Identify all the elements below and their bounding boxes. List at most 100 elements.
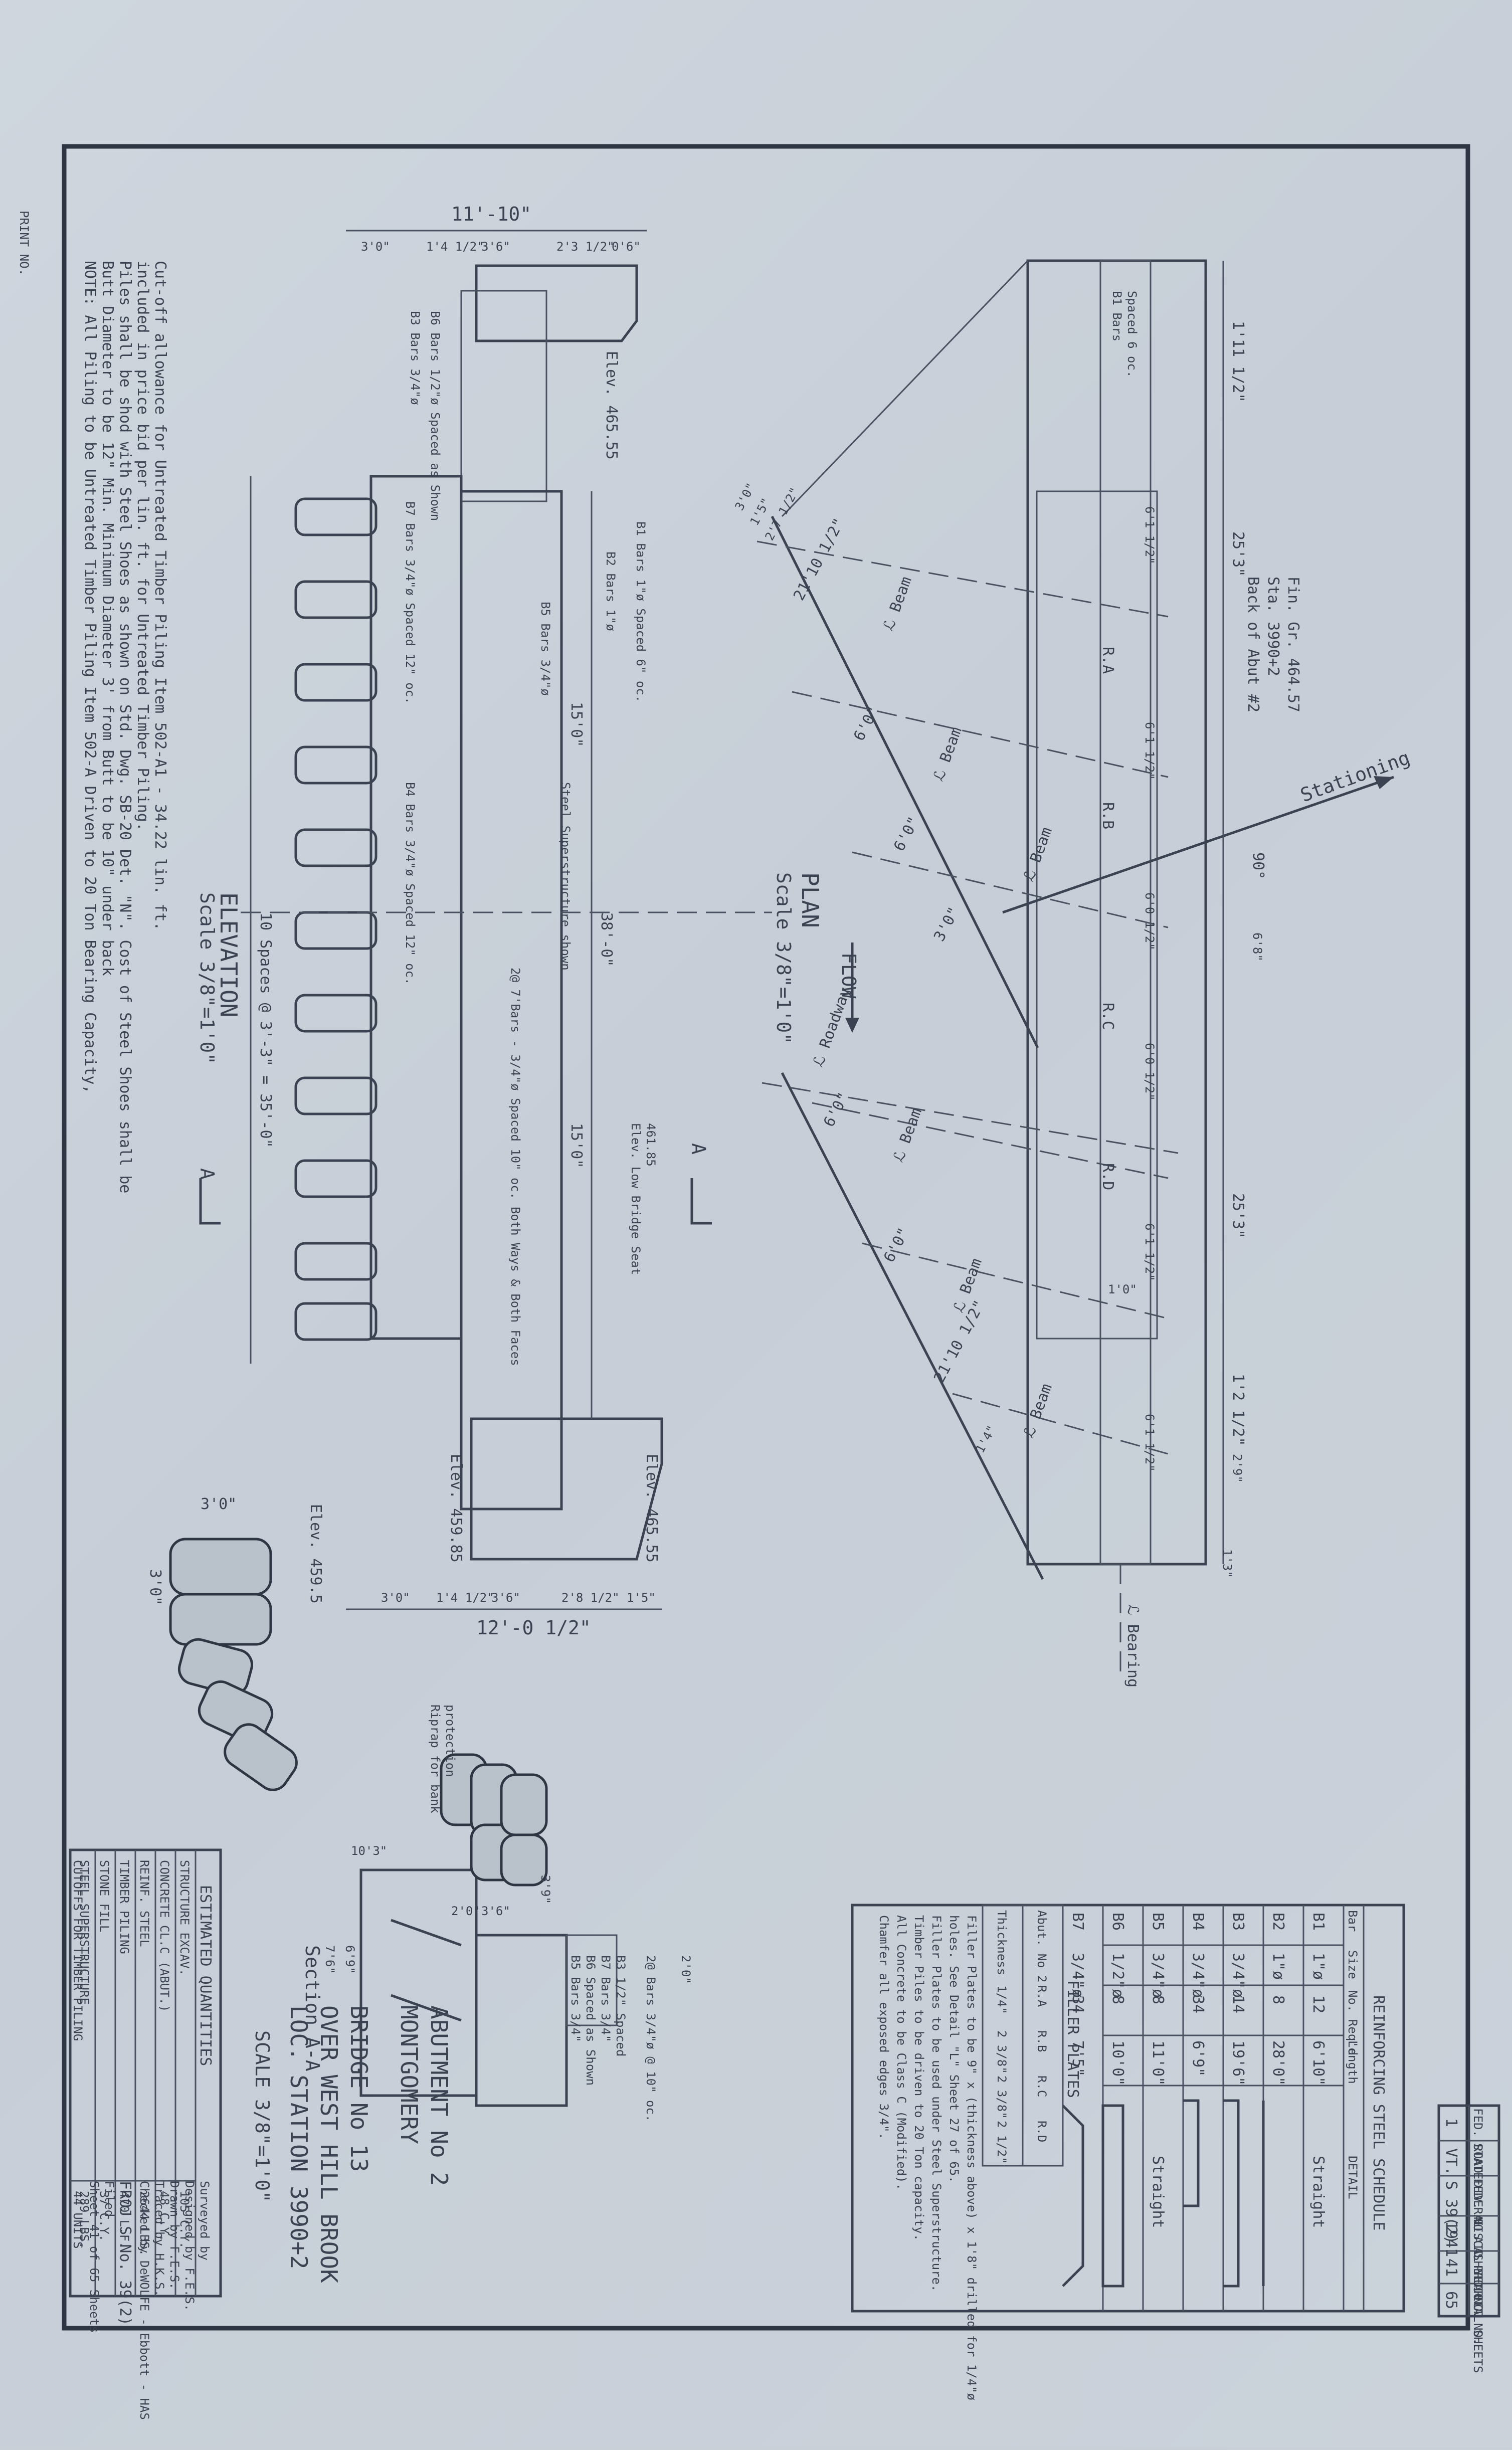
rev-head-2: FEDERAL AID PROJECT NO. xyxy=(1471,2178,1485,2345)
elevation-bottom-dim-1: 3'0" xyxy=(381,1591,410,1605)
section-dim-4: 3'9" xyxy=(538,1875,552,1904)
rebar-b5-bar: B5 xyxy=(1149,1913,1167,1931)
qty-item-0: STRUCTURE EXCAV. xyxy=(177,1860,192,1976)
qty-item-5: STEEL SUPERSTRUCTURE xyxy=(77,1860,91,2005)
beam-line-1 xyxy=(757,540,1169,618)
steel-shown-note: Steel Superstructure shown xyxy=(558,782,573,971)
section-pile-1 xyxy=(391,1919,462,1947)
elevation-bottom-cap xyxy=(470,1417,663,1561)
rebar-schedule-border xyxy=(851,1904,1405,2313)
rebar-b4-length: 6'9" xyxy=(1189,2040,1207,2077)
credit-2: Drawn by F.E.S. xyxy=(167,2181,181,2290)
rebar-b4-size: 3/4"ø xyxy=(1189,1953,1207,1998)
back-of-abut-3: Fin. Gr. 464.57 xyxy=(1284,577,1302,712)
beam-line-6 xyxy=(952,1393,1169,1455)
section-dim-5: 3'6" xyxy=(481,1904,510,1918)
title-line-4: LOC. STATION 3990+2 xyxy=(285,2005,312,2269)
rebar-col-bar: Bar xyxy=(1346,1910,1360,1932)
plan-dim-misc-7: 1'2 1/2" xyxy=(1229,1374,1247,1446)
wingwall-stone-detail: 3'0" 3'0" Elev. 459.5 xyxy=(146,1495,324,1791)
elevation-view: 11'-10" 3'0" 1'4 1/2" 3'6" 2'3 1/2" 0'6"… xyxy=(196,203,772,1639)
filler-col-abut: Abut. No 2 xyxy=(1035,1910,1049,1983)
elevation-top-dim-2: 1'4 1/2" xyxy=(426,240,484,254)
elevation-dim-overall-top: 11'-10" xyxy=(451,203,531,225)
section-label-0: B5 Bars 3/4" xyxy=(569,1955,583,2042)
low-seat-label: Elev. Low Bridge Seat xyxy=(629,1123,643,1275)
plan-abutment-outline xyxy=(1026,259,1207,1566)
rebar-b7-detail-icon xyxy=(1062,2105,1084,2287)
section-mark-left-label: A xyxy=(196,1168,218,1180)
rebar-b2-length: 28'0" xyxy=(1269,2040,1287,2086)
plan-offset-2: 6'1 1/2" xyxy=(1143,722,1157,780)
plan-offset-4: 6'0 1/2" xyxy=(1143,1043,1157,1101)
rebar-b6-detail-icon xyxy=(1101,2104,1124,2288)
piling-note-line-1: NOTE: All Piling to be Untreated Timber … xyxy=(81,261,99,1094)
section-dim-1: 6'9" xyxy=(343,1945,357,1974)
bar-callout-b5: B5 Bars 3/4"ø xyxy=(538,602,552,696)
elevation-scale: Scale 3/8"=1'0" xyxy=(196,892,218,1064)
qty-value-2: 2644 LBS. xyxy=(137,2191,151,2256)
section-pile-2 xyxy=(391,1994,462,2022)
wing-stone-5 xyxy=(224,1723,298,1791)
rev-head-5: TOTAL SHEETS xyxy=(1471,2286,1485,2373)
elevation-bottom-dim-4: 2'8 1/2" xyxy=(561,1591,620,1605)
rebar-col-no: No. Req'd xyxy=(1346,1990,1360,2055)
rebar-b6-length: 10'0" xyxy=(1109,2040,1126,2086)
low-seat-value: 461.85 xyxy=(644,1123,658,1167)
rebar-col-length: Length xyxy=(1346,2040,1360,2084)
rev-value-3: 1941 xyxy=(1442,2221,1460,2257)
filler-plates-title: FILLER PLATES xyxy=(1064,1980,1081,2098)
beam-label-1: ℒ Beam xyxy=(880,575,915,633)
pile-4 xyxy=(294,745,377,785)
elev-label-top: Elev. 465.55 xyxy=(603,351,620,460)
rebar-row: B6 1/2"ø 8 10'0" xyxy=(1101,1913,1126,2288)
plan-dim-misc-8: 6'8" xyxy=(1250,932,1264,962)
section-dim-3: 2'0" xyxy=(679,1955,693,1984)
rev-head-3: FISCAL YEAR xyxy=(1471,2218,1485,2298)
piling-note-line-5: Cut-off allowance for Untreated Timber P… xyxy=(151,261,169,931)
title-line-3: OVER WEST HILL BROOK xyxy=(315,2005,342,2283)
rebar-b1-no: 12 xyxy=(1309,1995,1327,2013)
qty-item-1: CONCRETE CL.C (ABUT.) xyxy=(157,1860,171,2012)
filler-note-2: Filler Plates to be used under Steel Sup… xyxy=(929,1915,943,2292)
rebar-b6-no: 8 xyxy=(1109,1995,1126,2004)
rebar-b3-bar: B3 xyxy=(1229,1913,1247,1931)
qty-value-1: 48 C.Y. xyxy=(157,2191,171,2241)
filler-note-3: Timber Piles to be driven to 20 Ton capa… xyxy=(912,1915,926,2241)
section-dim-2: 7'6" xyxy=(323,1945,337,1974)
rebar-row: B3 3/4"ø 14 19'6" xyxy=(1223,1913,1247,2288)
plan-dim-left-4: 3'0" xyxy=(930,904,963,945)
section-seat xyxy=(565,1934,618,2026)
elevation-footing xyxy=(369,475,463,1340)
plan-bar-note-2: Spaced 6 oc. xyxy=(1125,291,1139,378)
beam-line-5 xyxy=(862,1242,1169,1320)
rebar-b5-size: 3/4"ø xyxy=(1149,1953,1167,1998)
title-block: ABUTMENT No 2 MONTGOMERY BRIDGE No 13 OV… xyxy=(87,2005,453,2420)
qty-value-0: 105 C.Y. xyxy=(177,2191,192,2249)
rebar-b3-no: 14 xyxy=(1229,1995,1247,2013)
quantities-title: ESTIMATED QUANTITIES xyxy=(197,1885,214,2066)
riprap-label-2: protection xyxy=(443,1705,457,1777)
beam-label-4: ℒ Beam xyxy=(890,1106,925,1165)
rev-head-0: FED. ROAD DIV. NO. xyxy=(1471,2108,1485,2238)
elevation-top-dim-3: 3'6" xyxy=(481,240,510,254)
elevation-top-dim-5: 0'6" xyxy=(612,240,641,254)
section-stem xyxy=(475,1934,568,2107)
qty-item-6: CUTOFFS FOR TIMBER PILING xyxy=(71,1860,85,2041)
plan-skew-top xyxy=(781,260,1029,517)
filler-value-rb: 2 3/8" xyxy=(995,2030,1009,2074)
rebar-b1-size: 1"ø xyxy=(1309,1953,1327,1980)
elevation-part-1: 15'0" xyxy=(568,702,585,747)
qty-value-5: 289 LBS. xyxy=(77,2191,91,2249)
rebar-b7-no: 34 xyxy=(1069,1995,1086,2013)
rebar-b3-length: 19'6" xyxy=(1229,2040,1247,2086)
elevation-dim-overall-bottom: 12'-0 1/2" xyxy=(476,1617,591,1639)
rev-value-1: VT. xyxy=(1442,2148,1460,2175)
revision-box: FED. ROAD DIV. NO. STATE FEDERAL AID PRO… xyxy=(1437,2104,1500,2373)
pile-6 xyxy=(294,911,377,950)
elevation-length: 38'-0" xyxy=(598,912,615,967)
plan-offset-3: 6'0 1/2" xyxy=(1143,892,1157,951)
rebar-row: B1 1"ø 12 6'10" Straight xyxy=(1309,1913,1327,2228)
wing-dim-width: 3'0" xyxy=(201,1495,237,1513)
